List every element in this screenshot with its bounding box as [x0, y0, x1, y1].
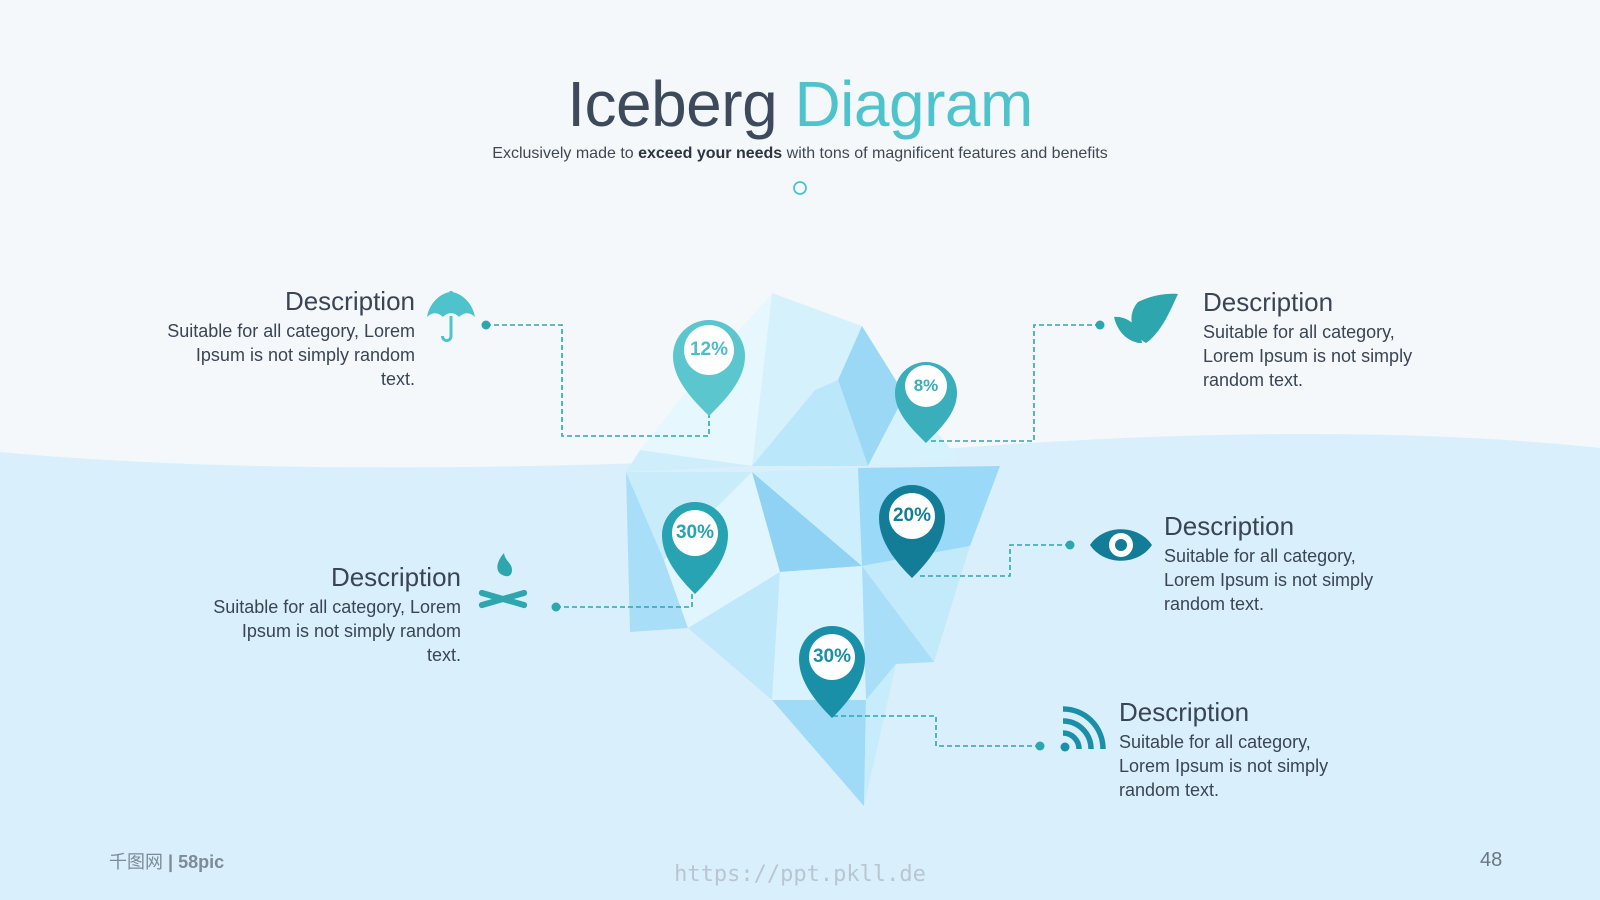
- connector-line-bottom-right: [832, 715, 1040, 747]
- umbrella-icon: [427, 291, 475, 342]
- description-title: Description: [1119, 697, 1250, 727]
- pin-label: 20%: [892, 505, 932, 526]
- description-text: Suitable for all category, Lorem Ipsum i…: [115, 319, 415, 391]
- description-line: random text.: [1119, 780, 1220, 800]
- pin-label: 30%: [675, 522, 715, 543]
- description-line: Ipsum is not simply random: [241, 621, 461, 641]
- title-divider-dot: [793, 181, 807, 195]
- description-line: Suitable for all category,: [1164, 546, 1356, 566]
- eye-icon: [1090, 529, 1152, 561]
- title-accent: Diagram: [794, 68, 1033, 140]
- page-number: 48: [1480, 849, 1503, 871]
- subtitle-before: Exclusively made to: [492, 145, 634, 162]
- description-middle-right: Description Suitable for all category, L…: [1164, 510, 1464, 616]
- footer-brand: 千图网 | 58pic: [109, 848, 224, 874]
- page-title: Iceberg Diagram: [0, 62, 1600, 146]
- description-title: Description: [284, 286, 415, 316]
- rss-feed-icon: [1060, 706, 1106, 752]
- map-pin-icon: [879, 485, 945, 578]
- description-text: Suitable for all category, Lorem Ipsum i…: [1203, 320, 1503, 392]
- subtitle-after: with tons of magnificent features and be…: [786, 145, 1108, 162]
- description-title: Description: [1164, 511, 1295, 541]
- pin-label: 12%: [689, 339, 729, 360]
- description-line: Lorem Ipsum is not simply: [1203, 346, 1413, 366]
- watermark-url: https://ppt.pkll.de: [674, 862, 926, 887]
- description-bottom-right: Description Suitable for all category, L…: [1119, 696, 1419, 802]
- connector-dot-middle-left: [551, 602, 561, 612]
- description-line: random text.: [1164, 594, 1265, 614]
- map-pin-icon: [673, 320, 745, 416]
- description-top-left: Description Suitable for all category, L…: [115, 285, 415, 391]
- description-middle-left: Description Suitable for all category, L…: [161, 561, 461, 667]
- map-pin-icon: [799, 626, 865, 718]
- title-main: Iceberg: [567, 68, 778, 140]
- connector-dot-top-right: [1095, 320, 1105, 330]
- description-text: Suitable for all category, Lorem Ipsum i…: [1164, 544, 1464, 616]
- description-line: text.: [426, 645, 461, 665]
- map-pin-icon: [895, 362, 957, 443]
- brand-en: 58pic: [178, 852, 225, 872]
- description-title: Description: [330, 562, 461, 592]
- connector-line-top-left: [486, 324, 710, 437]
- connector-line-middle-right: [918, 544, 1070, 577]
- connector-dot-middle-right: [1065, 540, 1075, 550]
- leaf-icon: [1114, 293, 1178, 343]
- description-line: Suitable for all category,: [1203, 322, 1395, 342]
- connector-line-middle-left: [556, 592, 693, 608]
- map-pin-icon: [662, 502, 728, 594]
- description-line: random text.: [1203, 370, 1304, 390]
- subtitle-bold: exceed your needs: [638, 145, 783, 162]
- campfire-icon: [478, 553, 528, 609]
- connector-dot-top-left: [481, 320, 491, 330]
- description-line: Suitable for all category, Lorem: [167, 321, 415, 341]
- description-line: Suitable for all category,: [1119, 732, 1311, 752]
- description-line: Suitable for all category, Lorem: [213, 597, 461, 617]
- description-text: Suitable for all category, Lorem Ipsum i…: [161, 595, 461, 667]
- pin-label: 8%: [913, 376, 939, 395]
- description-line: Lorem Ipsum is not simply: [1164, 570, 1374, 590]
- page-subtitle: Exclusively made to exceed your needs wi…: [0, 145, 1600, 163]
- description-text: Suitable for all category, Lorem Ipsum i…: [1119, 730, 1419, 802]
- description-top-right: Description Suitable for all category, L…: [1203, 286, 1503, 392]
- brand-cn: 千图网: [109, 852, 163, 872]
- description-line: text.: [380, 369, 415, 389]
- brand-separator: |: [168, 852, 174, 872]
- connector-line-top-right: [928, 324, 1100, 442]
- pin-label: 30%: [812, 646, 852, 667]
- description-title: Description: [1203, 287, 1334, 317]
- description-line: Ipsum is not simply random: [195, 345, 415, 365]
- description-line: Lorem Ipsum is not simply: [1119, 756, 1329, 776]
- connector-dot-bottom-right: [1035, 741, 1045, 751]
